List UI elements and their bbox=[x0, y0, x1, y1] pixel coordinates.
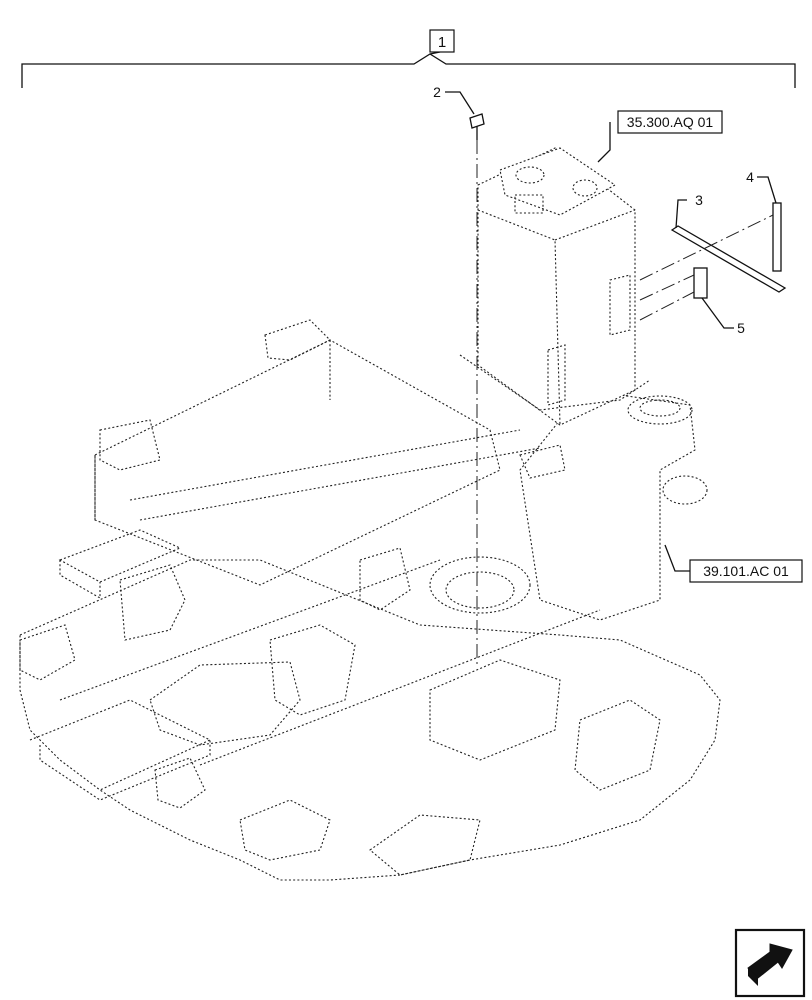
leader-lines bbox=[445, 91, 777, 572]
reference-box-frame-label: 39.101.AC 01 bbox=[703, 563, 789, 579]
callout-4[interactable]: 4 bbox=[746, 169, 754, 185]
projection-lines bbox=[639, 214, 774, 321]
decal-item-4[interactable] bbox=[772, 202, 782, 272]
hydraulic-tank[interactable] bbox=[459, 147, 651, 426]
bolt-item-2[interactable] bbox=[469, 113, 485, 140]
callout-2[interactable]: 2 bbox=[433, 84, 441, 100]
assembly-bracket bbox=[21, 51, 796, 88]
callout-1-label: 1 bbox=[438, 34, 446, 51]
decal-item-5[interactable] bbox=[693, 267, 708, 299]
callout-5[interactable]: 5 bbox=[737, 320, 745, 336]
decal-item-3[interactable] bbox=[670, 225, 787, 293]
upper-frame bbox=[19, 319, 721, 881]
next-page-arrow-icon[interactable] bbox=[734, 928, 806, 998]
reference-box-tank[interactable]: 35.300.AQ 01 bbox=[617, 110, 723, 134]
reference-box-tank-label: 35.300.AQ 01 bbox=[627, 114, 714, 130]
callout-3[interactable]: 3 bbox=[695, 192, 703, 208]
callout-1[interactable]: 1 bbox=[429, 29, 455, 53]
reference-box-frame[interactable]: 39.101.AC 01 bbox=[689, 559, 803, 583]
